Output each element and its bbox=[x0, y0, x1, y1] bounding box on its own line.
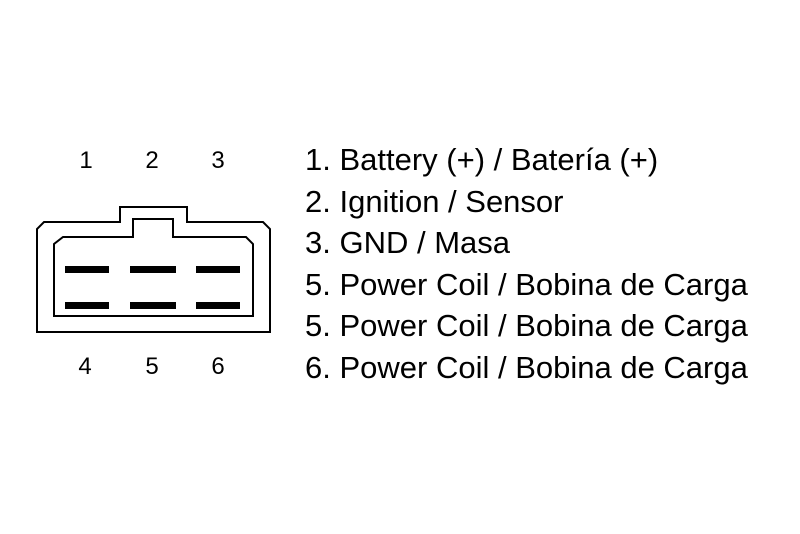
pin-legend: 1. Battery (+) / Batería (+) 2. Ignition… bbox=[305, 139, 748, 389]
pin-number-1: 1 bbox=[79, 147, 93, 174]
legend-item: 1. Battery (+) / Batería (+) bbox=[305, 142, 659, 177]
terminal-2 bbox=[130, 266, 176, 273]
connector-inner-outline bbox=[53, 218, 254, 317]
terminal-4 bbox=[65, 302, 109, 309]
pin-number-5: 5 bbox=[145, 353, 159, 380]
terminal-5 bbox=[130, 302, 176, 309]
legend-item: 5. Power Coil / Bobina de Carga bbox=[305, 266, 748, 302]
terminal-6 bbox=[196, 302, 240, 309]
legend-item: 3. GND / Masa bbox=[305, 225, 510, 261]
terminal-3 bbox=[196, 266, 240, 273]
pin-number-4: 4 bbox=[78, 353, 92, 380]
pin-number-2: 2 bbox=[145, 147, 159, 174]
pin-number-3: 3 bbox=[211, 147, 225, 174]
legend-item: 2. Ignition / Sensor bbox=[305, 183, 564, 219]
legend-item: 5. Power Coil / Bobina de Carga bbox=[305, 308, 748, 344]
legend-item: 6. Power Coil / Bobina de Carga bbox=[305, 349, 748, 385]
pin-number-6: 6 bbox=[211, 353, 225, 380]
connector-outer-outline bbox=[36, 206, 271, 333]
terminal-1 bbox=[65, 266, 109, 273]
